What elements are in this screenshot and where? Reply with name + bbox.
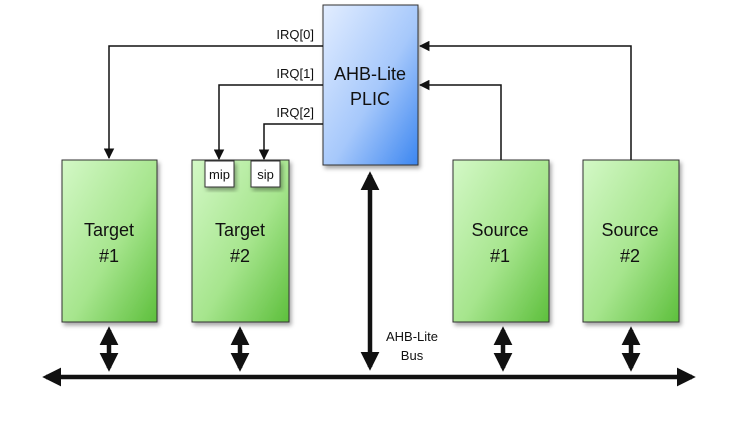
mip-register-label: mip bbox=[209, 167, 230, 182]
source-2-interrupt-line bbox=[418, 40, 632, 160]
sip-register: sip bbox=[250, 160, 281, 188]
target-1-label-line1: Target bbox=[84, 220, 134, 240]
plic-label-line1: AHB-Lite bbox=[334, 64, 406, 84]
plic-block: AHB-Lite PLIC bbox=[322, 4, 419, 166]
bus-label-line1: AHB-Lite bbox=[386, 329, 438, 344]
target-1-label-line2: #1 bbox=[99, 246, 119, 266]
bus-label-line2: Bus bbox=[401, 348, 424, 363]
source-2-label-line2: #2 bbox=[620, 246, 640, 266]
irq-1-line: IRQ[1] bbox=[213, 66, 323, 161]
irq-2-label: IRQ[2] bbox=[276, 105, 314, 120]
source-1-label-line1: Source bbox=[471, 220, 528, 240]
target-2-label-line2: #2 bbox=[230, 246, 250, 266]
ahb-lite-bus: AHB-Lite Bus bbox=[42, 329, 696, 387]
irq-0-label: IRQ[0] bbox=[276, 27, 314, 42]
source-1-block: Source #1 bbox=[452, 159, 550, 323]
target-1-block: Target #1 bbox=[61, 159, 158, 323]
source-2-block: Source #2 bbox=[582, 159, 680, 323]
irq-0-line: IRQ[0] bbox=[103, 27, 323, 160]
irq-2-line: IRQ[2] bbox=[258, 105, 323, 161]
irq-1-label: IRQ[1] bbox=[276, 66, 314, 81]
target-2-label-line1: Target bbox=[215, 220, 265, 240]
source-1-label-line2: #1 bbox=[490, 246, 510, 266]
mip-register: mip bbox=[204, 160, 235, 188]
plic-label-line2: PLIC bbox=[350, 89, 390, 109]
sip-register-label: sip bbox=[257, 167, 274, 182]
source-2-label-line1: Source bbox=[601, 220, 658, 240]
source-1-interrupt-line bbox=[418, 79, 502, 160]
